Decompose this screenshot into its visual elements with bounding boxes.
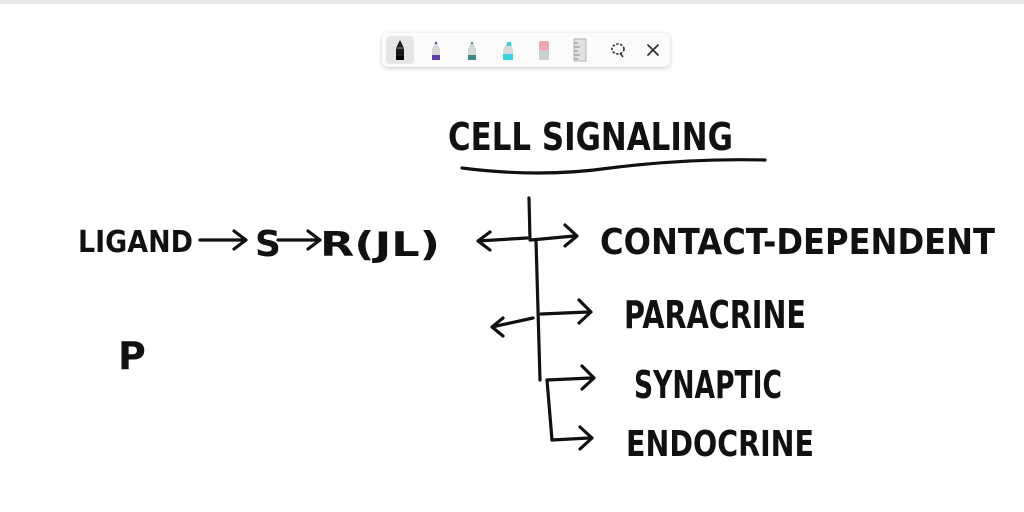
back-arrow-1 — [476, 230, 529, 252]
arrow-ligand-to-signal — [198, 229, 248, 251]
arrow-contact-dependent — [529, 223, 579, 248]
signal-label: S — [255, 224, 281, 265]
receptor-label: R(JL) — [320, 225, 440, 265]
eraser-icon[interactable] — [530, 36, 558, 64]
arrow-synaptic — [545, 364, 596, 391]
pen-purple-icon[interactable] — [422, 36, 450, 64]
branch-trunk — [527, 196, 554, 442]
title-underline — [460, 158, 767, 175]
ink-toolbar — [382, 33, 670, 67]
type-paracrine: PARACRINE — [624, 293, 806, 337]
ruler-icon[interactable] — [566, 36, 594, 64]
arrow-paracrine — [539, 298, 593, 325]
arrow-signal-to-receptor — [276, 229, 322, 251]
partial-letter: P — [118, 334, 146, 378]
highlighter-cyan-icon[interactable] — [494, 36, 522, 64]
arrow-endocrine — [550, 425, 594, 451]
type-contact-dependent: CONTACT-DEPENDENT — [600, 222, 995, 263]
pen-teal-icon[interactable] — [458, 36, 486, 64]
back-arrow-2 — [490, 316, 535, 338]
pen-black-icon[interactable] — [386, 36, 414, 64]
type-endocrine: ENDOCRINE — [626, 424, 814, 465]
lasso-select-icon[interactable] — [604, 36, 632, 64]
window-top-edge — [0, 0, 1024, 4]
ligand-label: LIGAND — [78, 225, 193, 260]
note-title: CELL SIGNALING — [448, 115, 733, 159]
close-icon[interactable] — [639, 36, 667, 64]
type-synaptic: SYNAPTIC — [634, 363, 782, 407]
